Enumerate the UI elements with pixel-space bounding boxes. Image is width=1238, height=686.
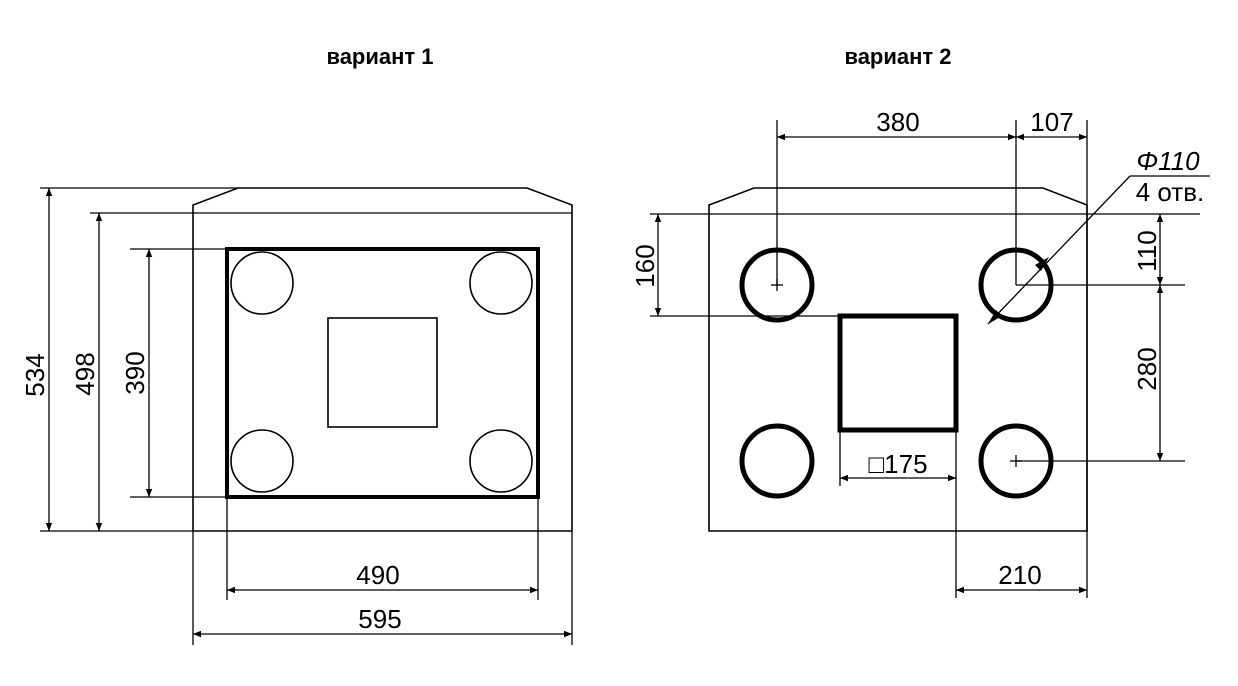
hole-bottom-left	[739, 423, 815, 499]
dim-label-595: 595	[358, 604, 401, 634]
variant-1-title: вариант 1	[326, 44, 433, 69]
corner-circle-top-left	[230, 251, 294, 315]
unit-body-outline	[192, 187, 573, 532]
dim-label-390: 390	[120, 351, 150, 394]
diameter-arrow-top	[1035, 257, 1049, 271]
dim-label-110: 110	[1132, 230, 1162, 271]
unit-body-outline	[708, 187, 1088, 532]
dim-label-534: 534	[20, 353, 50, 396]
variant-2-title: вариант 2	[844, 44, 951, 69]
dim-label-380: 380	[876, 107, 919, 137]
diameter-leader-line	[987, 175, 1131, 325]
dim-label-hole-count: 4 отв.	[1136, 177, 1205, 207]
dim-label-107: 107	[1030, 107, 1073, 137]
diameter-arrow-bottom	[988, 310, 1002, 324]
dim-label-280: 280	[1132, 347, 1162, 390]
dim-label-175: □175	[868, 449, 927, 479]
inner-frame	[225, 247, 540, 499]
dim-label-160: 160	[630, 244, 660, 287]
corner-circle-bottom-right	[469, 429, 533, 493]
dim-label-210: 210	[998, 560, 1041, 590]
center-square	[837, 313, 959, 433]
variant-2-drawing: вариант 2	[630, 44, 1210, 598]
corner-circle-top-right	[469, 251, 533, 315]
dim-label-diameter: Φ110	[1136, 146, 1200, 176]
center-square	[327, 317, 438, 428]
dim-label-490: 490	[356, 560, 399, 590]
corner-circle-bottom-left	[230, 429, 294, 493]
dim-label-498: 498	[70, 352, 100, 395]
variant-1-drawing: вариант 1 534 498 390 490 59	[20, 44, 573, 645]
